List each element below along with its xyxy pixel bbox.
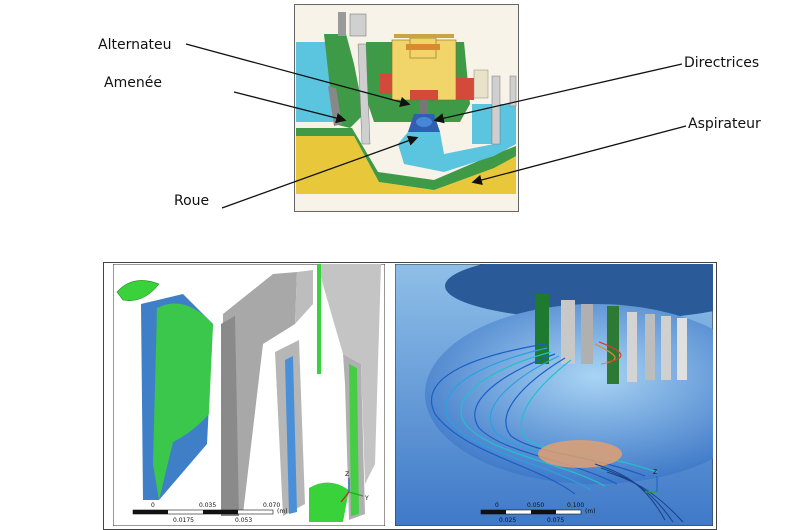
scale-right-tick-2: 0.100 [567, 502, 584, 509]
scale-right-unit: (m) [585, 508, 596, 515]
arrow-roue [222, 138, 416, 208]
axis-z-label: Z [345, 471, 349, 478]
scale-left-bottom-1: 0.053 [235, 517, 252, 524]
scale-right-tick-1: 0.050 [527, 502, 544, 509]
arrow-alternateur [186, 44, 408, 104]
scale-left-tick-0: 0 [151, 502, 155, 509]
axis-z-label-right: Z [653, 469, 657, 476]
green-isosurface-bottom [309, 482, 349, 522]
scale-right-bottom-1: 0.075 [547, 517, 564, 524]
scale-left-unit: (m) [277, 508, 288, 515]
scale-left-tick-1: 0.035 [199, 502, 216, 509]
arrow-directrices [436, 64, 682, 120]
scale-left-bottom-0: 0.0175 [173, 517, 194, 524]
arrow-aspirateur [474, 126, 686, 182]
scale-right-bottom-0: 0.025 [499, 517, 516, 524]
leader-arrows [0, 0, 791, 230]
scale-right-tick-0: 0 [495, 502, 499, 509]
axis-y-label: Y [364, 495, 369, 502]
cfd-guide-vanes-view: Z Y 0 0.035 0.070 (m) 0.0175 0.053 [113, 264, 385, 526]
vortex-core [538, 440, 622, 468]
cfd-streamlines-view: Z 0 0.050 0.100 (m) 0.025 0.075 [395, 264, 713, 526]
arrow-amenee [234, 92, 344, 120]
